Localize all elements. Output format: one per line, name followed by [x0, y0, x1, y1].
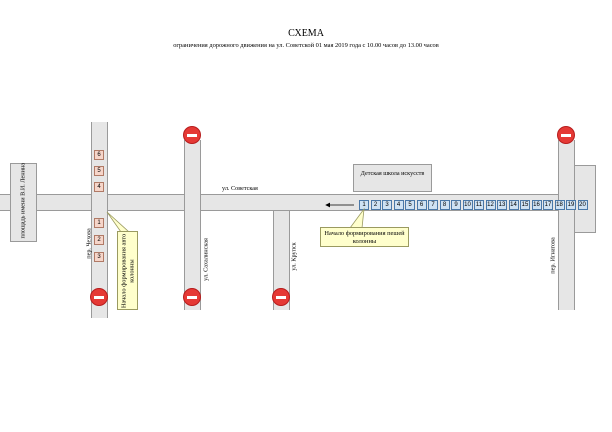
parking-spot-marker: 2	[94, 235, 104, 245]
foot-column-marker: 12	[485, 200, 496, 210]
foot-column-marker: 13	[497, 200, 507, 210]
label-sovetskaya: ул. Советская	[222, 185, 258, 192]
foot-column-marker: 18	[554, 200, 565, 210]
foot-column-marker: 7	[428, 200, 438, 210]
road-lenin-square	[10, 163, 37, 242]
foot-column-marker: 8	[439, 200, 450, 210]
foot-column-marker: 15	[520, 200, 530, 210]
parking-spot-marker: 5	[94, 166, 104, 176]
parking-spot-marker: 4	[94, 182, 104, 192]
foot-column-marker: 10	[462, 200, 473, 210]
foot-column-marker: 17	[543, 200, 553, 210]
foot-callout-pointer	[349, 207, 365, 229]
map-title: СХЕМА	[288, 28, 324, 39]
map-subtitle: ограничения дорожного движения на ул. Со…	[173, 42, 439, 49]
foot-column-marker: 4	[393, 200, 404, 210]
road-sakhalinskaya	[184, 140, 201, 310]
stop-sign-icon	[183, 126, 201, 144]
foot-column-marker: 16	[531, 200, 542, 210]
stop-sign-icon	[557, 126, 575, 144]
foot-column-marker: 20	[577, 200, 588, 210]
road-krupskaya	[273, 211, 290, 310]
road-east-end	[574, 165, 596, 233]
foot-column-marker: 2	[370, 200, 381, 210]
foot-column-marker: 19	[566, 200, 576, 210]
parking-spot-marker: 6	[94, 150, 104, 160]
parking-spot-marker: 3	[94, 252, 104, 262]
callout-foot-column: Начало формирования пешей колонны	[320, 227, 409, 247]
auto-callout-pointer	[106, 211, 131, 233]
foot-column-marker: 11	[474, 200, 484, 210]
foot-column-marker: 3	[382, 200, 392, 210]
stop-sign-icon	[183, 288, 201, 306]
parking-spot-marker: 1	[94, 218, 104, 228]
foot-column-marker: 5	[405, 200, 415, 210]
foot-column-marker: 9	[451, 200, 461, 210]
building-art-school: Детская школа искусств	[353, 164, 432, 192]
callout-auto-column: Начало формирования авто колонны	[117, 231, 138, 310]
foot-column-markers: 1 2 3 4 5 6 7 8 9 10 11 12 13 14 15 16 1…	[359, 200, 591, 210]
stop-sign-icon	[272, 288, 290, 306]
foot-column-marker: 14	[508, 200, 519, 210]
callout-auto-column-text: Начало формирования авто колонны	[120, 233, 135, 308]
stop-sign-icon	[90, 288, 108, 306]
foot-column-marker: 6	[416, 200, 427, 210]
